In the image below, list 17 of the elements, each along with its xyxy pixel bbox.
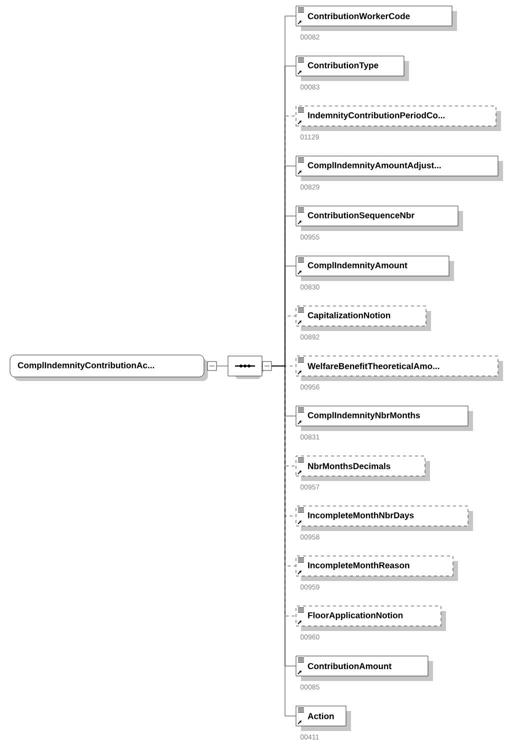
sequence-symbol xyxy=(228,356,272,379)
element-box: ComplIndemnityAmount xyxy=(296,256,454,281)
element-box: ComplIndemnityAmountAdjust... xyxy=(296,156,503,182)
element-box: ContributionSequenceNbr xyxy=(296,206,463,231)
element-box: ContributionType xyxy=(296,56,409,82)
element-box: ContributionWorkerCode xyxy=(296,6,457,32)
element-box: Action xyxy=(296,706,351,731)
element-box: NbrMonthsDecimals xyxy=(296,456,430,481)
element-box: IncompleteMonthReason xyxy=(296,556,458,581)
element-box: FloorApplicationNotion xyxy=(296,606,446,631)
element-box: IndemnityContributionPeriodCo... xyxy=(296,106,501,131)
element-box: ContributionAmount xyxy=(296,656,433,681)
element-box: WelfareBenefitTheoreticalAmo... xyxy=(296,356,503,381)
element-box: IncompleteMonthNbrDays xyxy=(296,506,473,531)
element-box: ComplIndemnityNbrMonths xyxy=(296,406,473,431)
root-element-box: ComplIndemnityContributionAc... xyxy=(10,354,217,381)
element-box: CapitalizationNotion xyxy=(296,306,431,331)
